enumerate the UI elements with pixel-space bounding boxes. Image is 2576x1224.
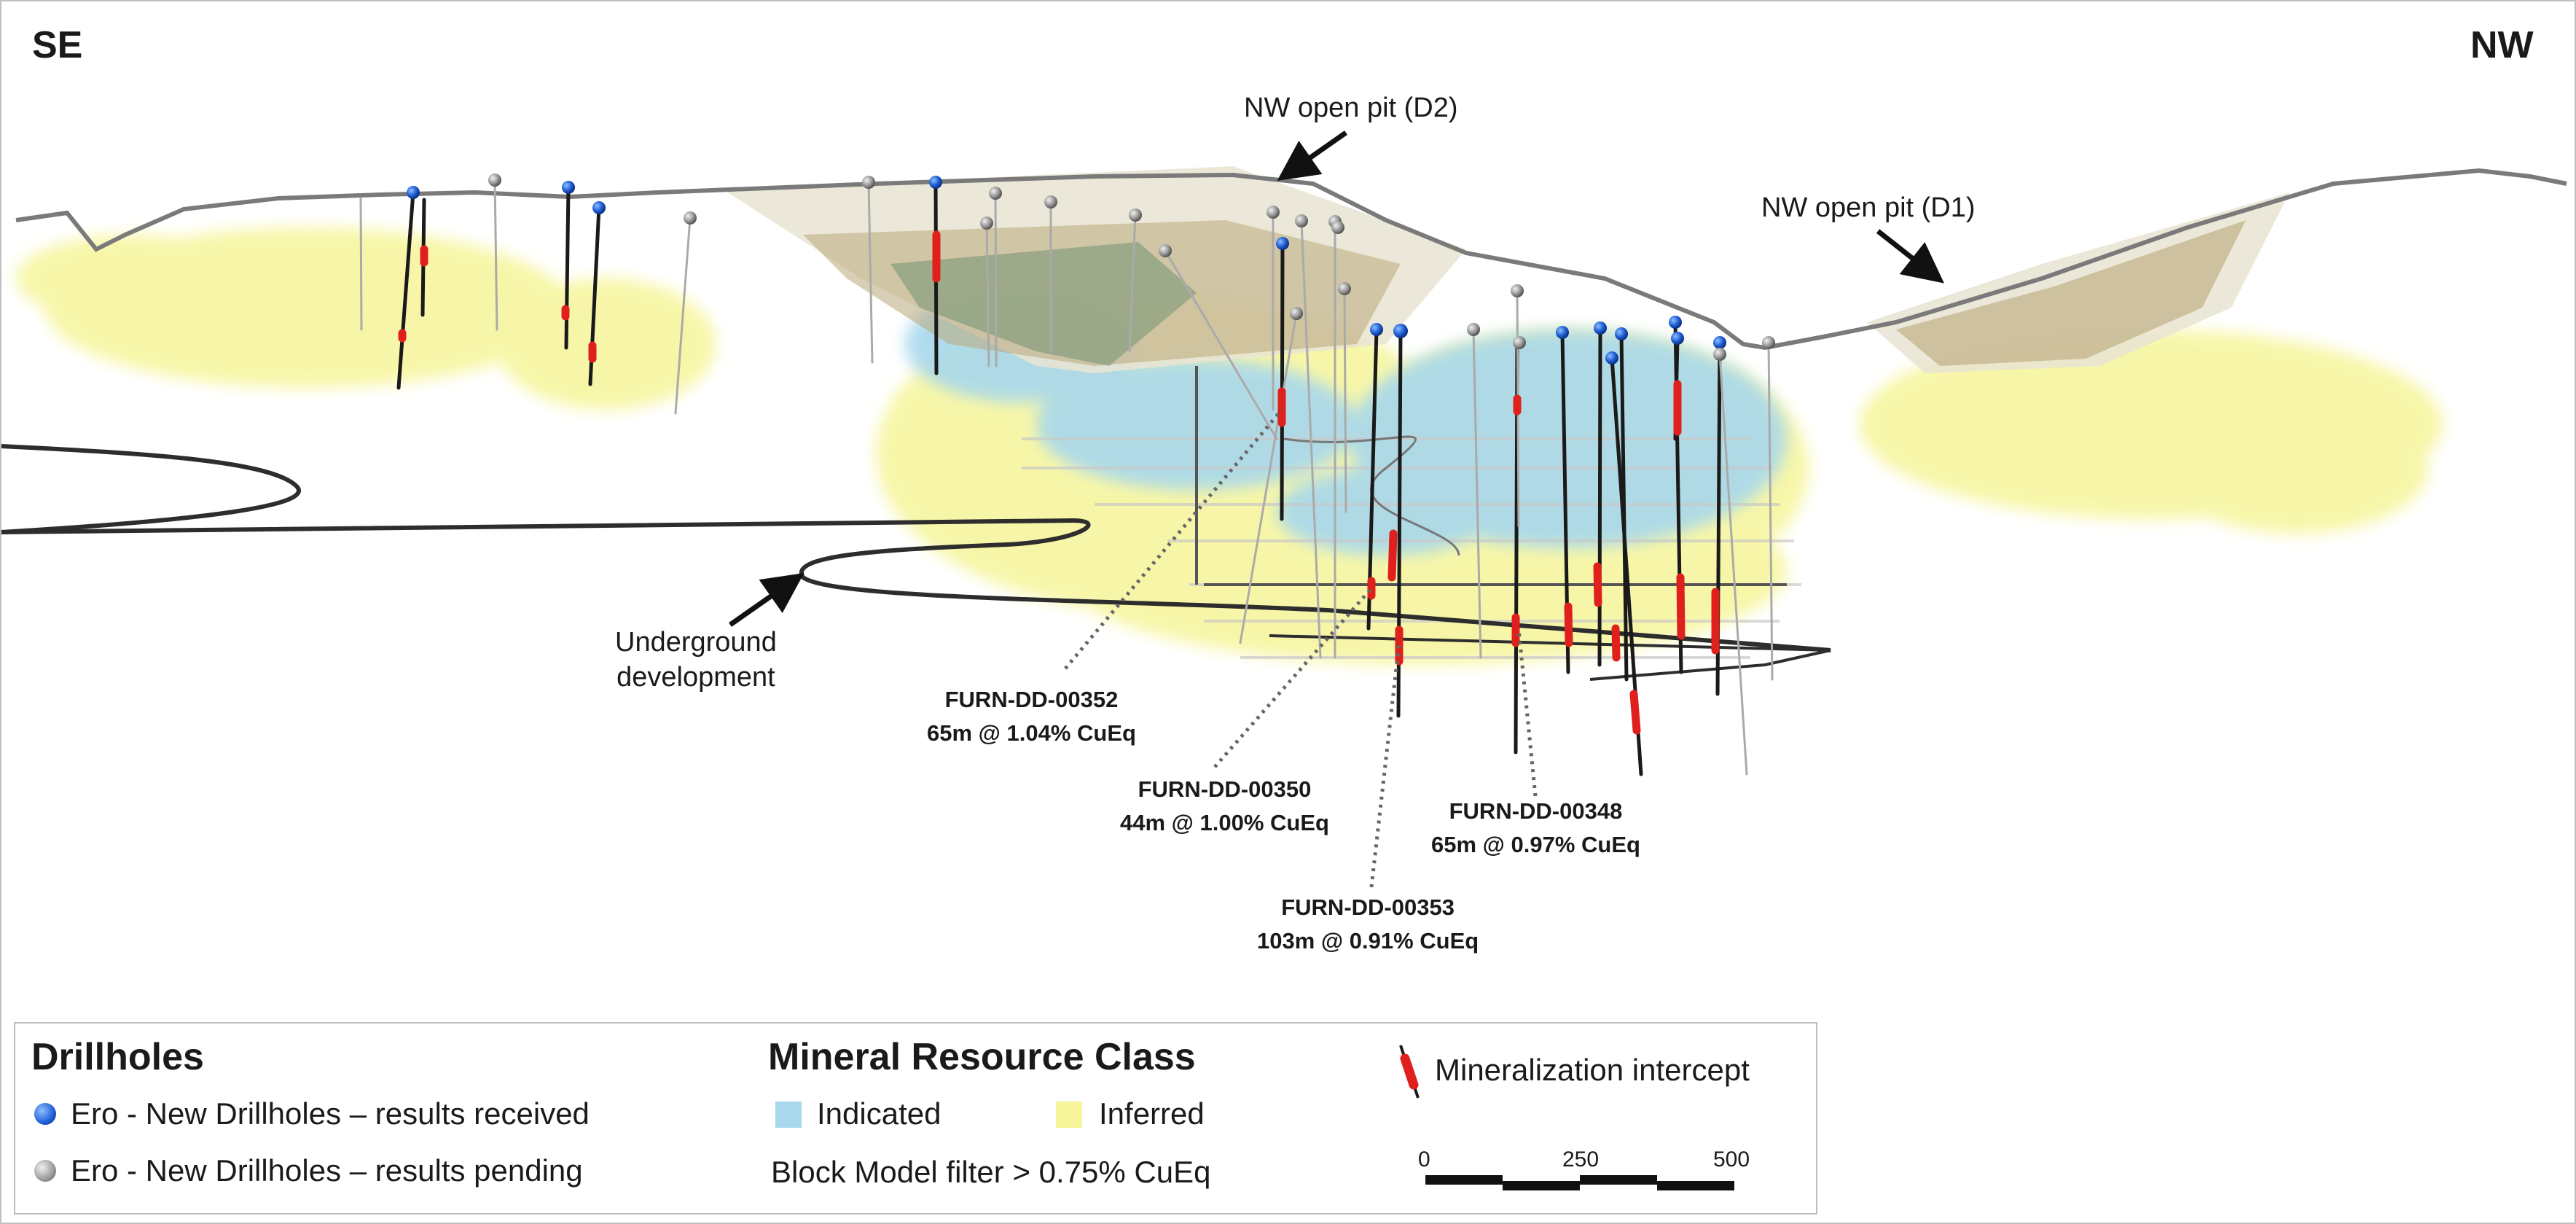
intercept-hole-id: FURN-DD-00350 bbox=[1138, 776, 1312, 802]
direction-se-label: SE bbox=[32, 24, 83, 66]
open-pit-d2 bbox=[723, 166, 1466, 373]
collars-results-pending bbox=[488, 174, 1775, 361]
cross-section-graphic bbox=[1, 130, 2567, 888]
scale-segment bbox=[1425, 1175, 1503, 1185]
direction-nw-label: NW bbox=[2470, 24, 2534, 66]
legend-panel: Drillholes Ero - New Drillholes – result… bbox=[14, 1022, 1817, 1215]
legend-indicated-label: Indicated bbox=[817, 1096, 941, 1131]
intercept-result: 103m @ 0.91% CuEq bbox=[1257, 928, 1479, 954]
intercept-result: 44m @ 1.00% CuEq bbox=[1120, 810, 1329, 835]
legend-intercept-label: Mineralization intercept bbox=[1435, 1053, 1750, 1087]
legend-drillholes-title: Drillholes bbox=[31, 1036, 204, 1078]
intercept-label-00348: FURN-DD-00348 65m @ 0.97% CuEq bbox=[1431, 795, 1640, 862]
inferred-swatch bbox=[1056, 1102, 1082, 1128]
intercept-hole-id: FURN-DD-00353 bbox=[1281, 894, 1455, 920]
intercept-hole-id: FURN-DD-00348 bbox=[1449, 798, 1623, 824]
scale-label-500: 500 bbox=[1713, 1147, 1750, 1172]
scale-bar: 0 250 500 bbox=[1418, 1147, 1775, 1191]
label-leader-lines bbox=[1064, 408, 1538, 888]
scale-segment bbox=[1580, 1175, 1657, 1185]
open-pit-d1 bbox=[1867, 192, 2290, 373]
legend-received-label: Ero - New Drillholes – results received bbox=[71, 1096, 590, 1131]
intercept-result: 65m @ 1.04% CuEq bbox=[927, 720, 1136, 746]
scale-label-250: 250 bbox=[1562, 1147, 1600, 1172]
received-ball-icon bbox=[34, 1103, 56, 1125]
callout-underground-line2: development bbox=[616, 662, 775, 693]
legend-pending-label: Ero - New Drillholes – results pending bbox=[71, 1153, 583, 1188]
collars-results-received bbox=[407, 176, 1726, 365]
legend-filter-label: Block Model filter > 0.75% CuEq bbox=[771, 1155, 1211, 1189]
scale-segment bbox=[1503, 1181, 1580, 1190]
intercept-label-00353: FURN-DD-00353 103m @ 0.91% CuEq bbox=[1257, 891, 1479, 958]
intercept-hole-id: FURN-DD-00352 bbox=[944, 687, 1119, 712]
scale-segment bbox=[1657, 1181, 1734, 1190]
intercept-legend-icon bbox=[1399, 1045, 1420, 1099]
intercept-result: 65m @ 0.97% CuEq bbox=[1431, 832, 1640, 857]
callout-underground: Underground development bbox=[615, 625, 777, 695]
mineralization-intercepts bbox=[398, 230, 1720, 735]
pending-ball-icon bbox=[34, 1160, 56, 1182]
intercept-label-00350: FURN-DD-00350 44m @ 1.00% CuEq bbox=[1120, 773, 1329, 840]
topography-line bbox=[15, 168, 2567, 351]
callout-pit-d2: NW open pit (D2) bbox=[1244, 93, 1458, 123]
callout-pit-d1: NW open pit (D1) bbox=[1761, 192, 1976, 223]
intercept-label-00352: FURN-DD-00352 65m @ 1.04% CuEq bbox=[927, 683, 1136, 750]
callout-underground-line1: Underground bbox=[615, 627, 777, 658]
indicated-swatch bbox=[775, 1102, 802, 1128]
callout-arrows bbox=[728, 130, 1944, 627]
legend-inferred-label: Inferred bbox=[1099, 1096, 1205, 1131]
legend-resource-title: Mineral Resource Class bbox=[768, 1036, 1196, 1078]
underground-development bbox=[1, 366, 1831, 681]
scale-label-0: 0 bbox=[1418, 1147, 1430, 1172]
